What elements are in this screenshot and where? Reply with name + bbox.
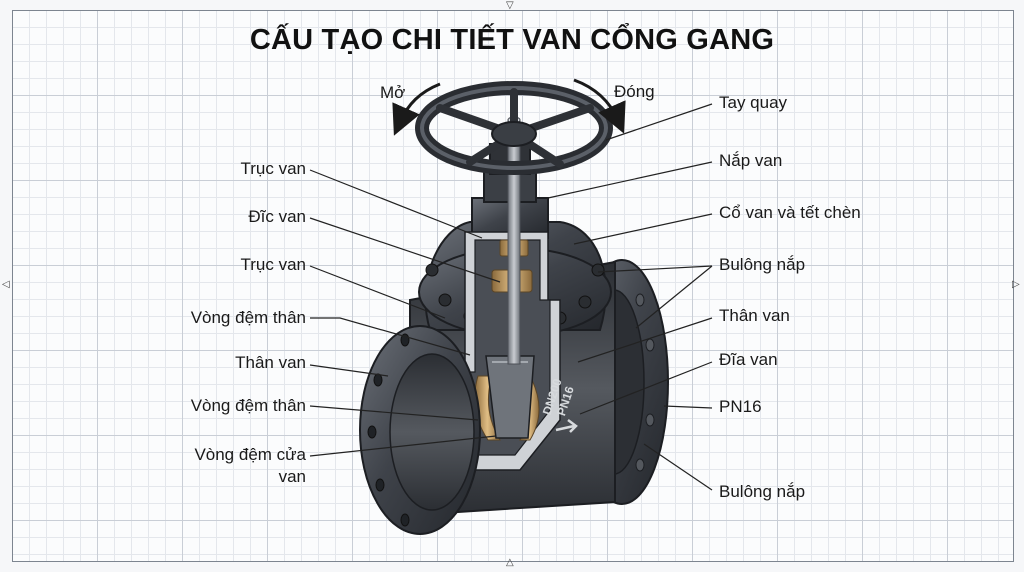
label-vong-dem-cua-van-line2: van	[278, 467, 306, 486]
label-pn16: PN16	[719, 397, 762, 416]
label-bulong-nap-1: Bulông nắp	[719, 255, 806, 274]
left-center-marker: ◁	[2, 279, 10, 290]
leader-vong-dem-cua-van	[309, 435, 497, 457]
open-label: Mở	[380, 83, 405, 102]
label-nap-van: Nắp van	[719, 151, 783, 170]
leader-than-van-right	[577, 317, 713, 363]
leader-bulong-nap-1a	[597, 265, 713, 273]
label-bulong-nap-2: Bulông nắp	[719, 482, 806, 501]
leader-lines	[309, 103, 713, 491]
leader-truc-van-2	[309, 265, 446, 319]
label-truc-van-1: Trục van	[240, 159, 306, 178]
leader-truc-van-1	[309, 169, 483, 239]
top-center-marker: ▽	[506, 0, 514, 11]
label-than-van-right: Thân van	[719, 306, 790, 325]
label-vong-dem-cua-van-line1: Vòng đệm cửa	[194, 445, 306, 464]
label-truc-van-2: Trục van	[240, 255, 306, 274]
handwheel-hub	[491, 121, 537, 147]
open-direction-arrow	[392, 82, 441, 136]
close-label: Đóng	[614, 82, 655, 101]
bottom-center-marker: △	[506, 557, 514, 568]
leader-vong-dem-than-2	[309, 405, 479, 421]
leader-bulong-nap-1b	[635, 265, 713, 329]
label-vong-dem-than-2: Vòng đệm thân	[190, 396, 306, 415]
label-tay-quay: Tay quay	[719, 93, 788, 112]
right-flange-bolt-holes	[635, 293, 655, 472]
label-co-van: Cổ van và tết chèn	[719, 203, 861, 222]
right-center-marker: ▷	[1012, 279, 1020, 290]
leader-nap-van	[547, 161, 713, 199]
leader-vong-dem-than-1	[310, 317, 471, 356]
label-than-van-left: Thân van	[235, 353, 306, 372]
label-vong-dem-cua-van: Vòng đệm cửa van	[194, 444, 306, 488]
leader-dia-van-left	[309, 217, 501, 283]
close-direction-arrow	[573, 78, 626, 134]
label-vong-dem-than-1: Vòng đệm thân	[190, 308, 306, 327]
leader-dia-van-right	[579, 361, 713, 415]
label-dia-van-left: Đĩc van	[248, 207, 306, 226]
leader-than-van-left	[309, 364, 389, 377]
leader-co-van	[573, 213, 713, 245]
valve-stem	[507, 119, 521, 365]
diagram-title: CẤU TẠO CHI TIẾT VAN CỔNG GANG	[249, 24, 775, 56]
leader-pn16	[663, 405, 713, 409]
label-dia-van-right: Đĩa van	[719, 350, 778, 369]
left-flange-bore	[389, 353, 475, 511]
leader-bulong-nap-2	[643, 443, 713, 491]
leader-tay-quay	[605, 103, 713, 141]
flow-arrow	[555, 419, 578, 433]
